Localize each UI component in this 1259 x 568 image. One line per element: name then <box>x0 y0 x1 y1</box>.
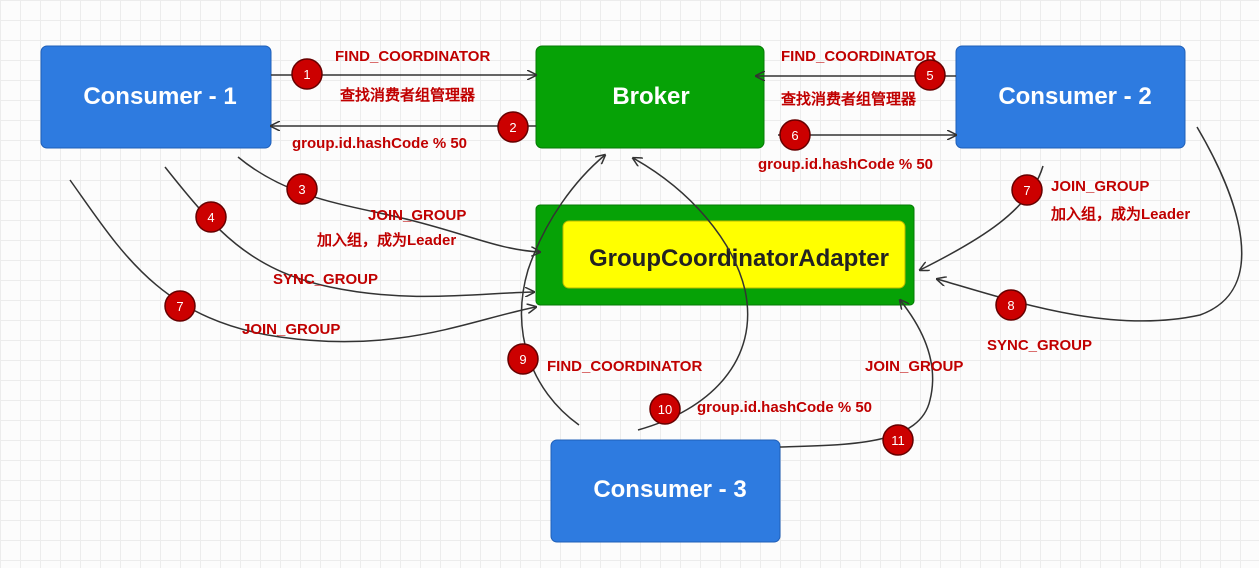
step-badge-2: 2 <box>497 111 529 143</box>
label-find-coordinator-2-cn: 查找消费者组管理器 <box>781 90 917 108</box>
arrow-hash-response-c3 <box>633 158 749 431</box>
label-find-coordinator-3: FIND_COORDINATOR <box>547 358 702 375</box>
label-join-group-1: JOIN_GROUP <box>368 207 466 224</box>
step-badge-number: 4 <box>207 210 214 225</box>
step-badge-9: 9 <box>507 343 539 375</box>
label-hash-1: group.id.hashCode % 50 <box>292 135 467 152</box>
consumer-2-node[interactable]: Consumer - 2 <box>955 45 1186 149</box>
group-coordinator-container[interactable]: GroupCoordinatorAdapter <box>535 204 915 306</box>
arrow-join-group-c3 <box>779 300 934 448</box>
arrow-sync-group-c2 <box>937 126 1243 322</box>
step-badge-7-right: 7 <box>1011 174 1043 206</box>
arrow-find-coordinator-c3 <box>520 155 605 426</box>
arrow-join-group-c1 <box>237 156 540 252</box>
step-badge-11: 11 <box>882 424 914 456</box>
broker-label: Broker <box>612 83 689 110</box>
group-coordinator-adapter-node[interactable] <box>562 220 906 289</box>
step-badge-number: 7 <box>1023 183 1030 198</box>
label-find-coordinator-1: FIND_COORDINATOR <box>335 48 490 65</box>
step-badge-number: 6 <box>791 128 798 143</box>
step-badge-number: 10 <box>658 402 672 417</box>
step-badge-6: 6 <box>779 119 811 151</box>
step-badge-3: 3 <box>286 173 318 205</box>
label-find-coordinator-2: FIND_COORDINATOR <box>781 48 936 65</box>
step-badge-4: 4 <box>195 201 227 233</box>
broker-node[interactable]: Broker <box>535 45 765 149</box>
step-badge-7-left: 7 <box>164 290 196 322</box>
label-hash-2: group.id.hashCode % 50 <box>758 156 933 173</box>
step-badge-10: 10 <box>649 393 681 425</box>
label-sync-group-2: SYNC_GROUP <box>987 337 1092 354</box>
consumer-2-label: Consumer - 2 <box>998 83 1151 110</box>
group-coordinator-adapter-label: GroupCoordinatorAdapter <box>589 245 889 272</box>
label-hash-3: group.id.hashCode % 50 <box>697 399 872 416</box>
label-join-group-1b: JOIN_GROUP <box>242 321 340 338</box>
step-badge-number: 5 <box>926 68 933 83</box>
label-join-group-1-cn: 加入组，成为Leader <box>316 231 456 249</box>
step-badge-number: 7 <box>176 299 183 314</box>
consumer-3-label: Consumer - 3 <box>593 476 746 503</box>
label-find-coordinator-1-cn: 查找消费者组管理器 <box>340 86 476 104</box>
step-badge-number: 11 <box>891 433 905 448</box>
step-badge-number: 2 <box>509 120 516 135</box>
step-badge-number: 1 <box>303 67 310 82</box>
step-badge-number: 8 <box>1007 298 1014 313</box>
label-sync-group-1: SYNC_GROUP <box>273 271 378 288</box>
consumer-1-label: Consumer - 1 <box>83 83 236 110</box>
step-badge-number: 9 <box>519 352 526 367</box>
consumer-3-node[interactable]: Consumer - 3 <box>550 439 781 543</box>
step-badge-number: 3 <box>298 182 305 197</box>
arrow-join-group-c1-second <box>69 179 536 343</box>
step-badge-1: 1 <box>291 58 323 90</box>
label-join-group-2-cn: 加入组，成为Leader <box>1050 205 1190 223</box>
consumer-1-node[interactable]: Consumer - 1 <box>40 45 272 149</box>
step-badge-8: 8 <box>995 289 1027 321</box>
label-join-group-2: JOIN_GROUP <box>1051 178 1149 195</box>
step-badge-5: 5 <box>914 59 946 91</box>
label-join-group-3: JOIN_GROUP <box>865 358 963 375</box>
